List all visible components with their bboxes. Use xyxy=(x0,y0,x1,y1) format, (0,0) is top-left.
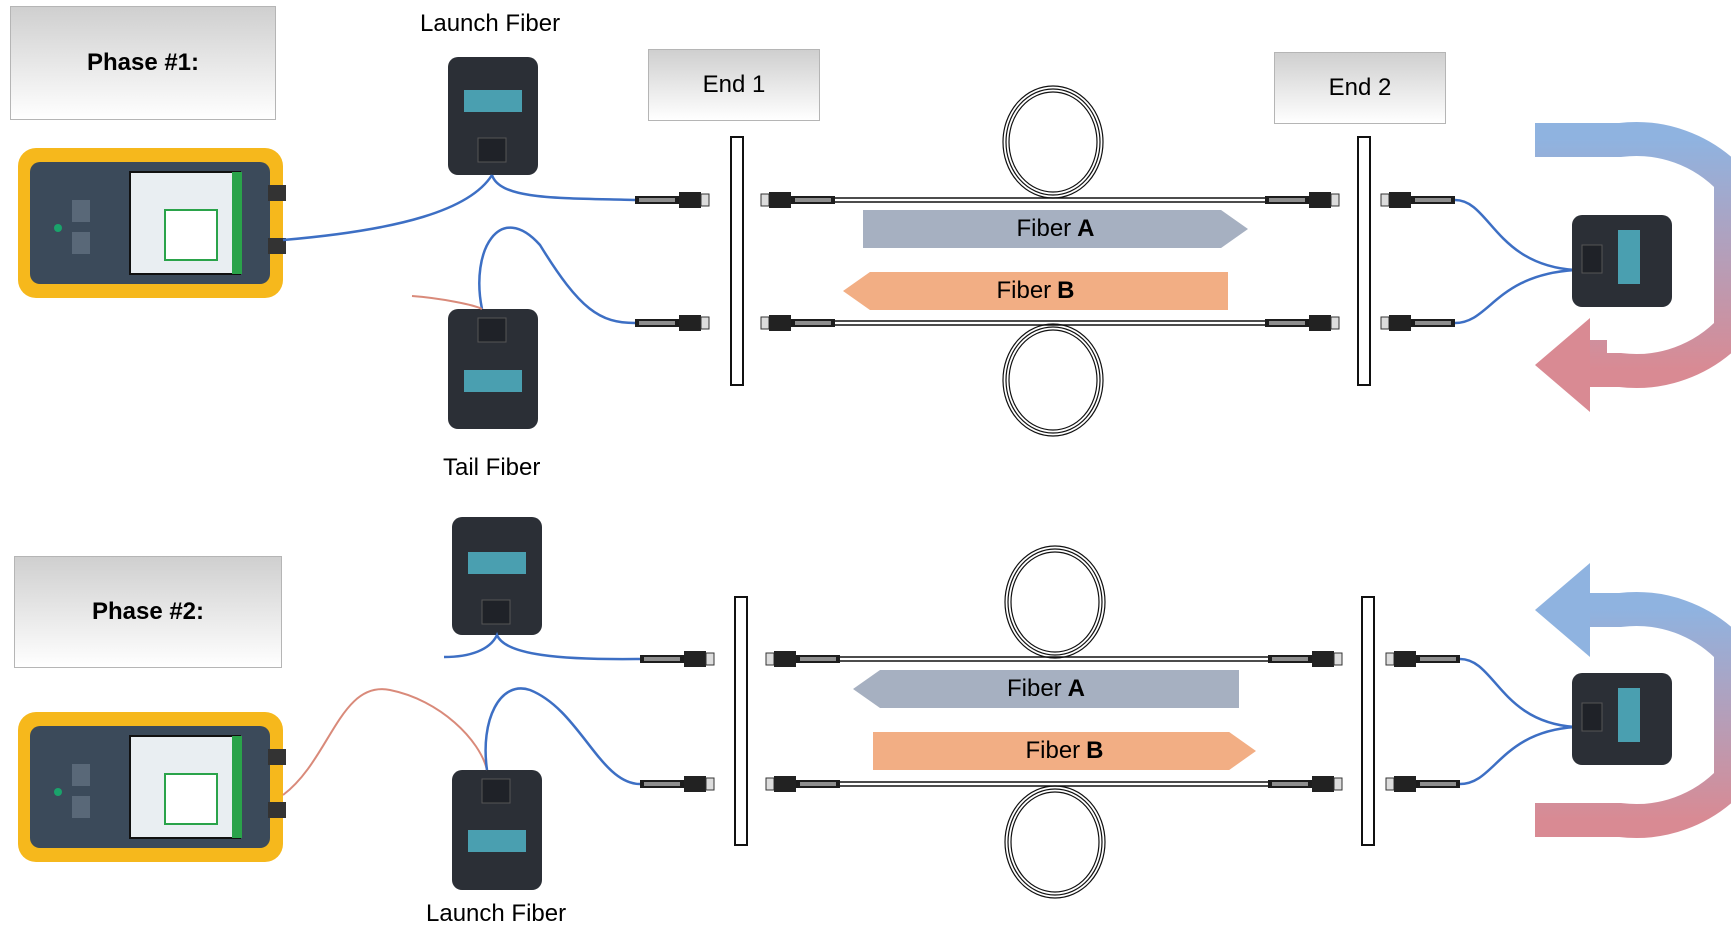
cable-tester-to-launch-phase2 xyxy=(282,688,488,796)
loopback-cable-phase2 xyxy=(1459,657,1576,786)
cable-tail-to-end1-phase2 xyxy=(443,631,641,661)
loopback-module-phase2 xyxy=(1572,673,1672,765)
end2-label: End 2 xyxy=(1274,52,1446,124)
patch-panel-end2-phase1 xyxy=(1357,136,1371,386)
loopback-cable-phase1 xyxy=(1454,198,1576,325)
end1-label: End 1 xyxy=(648,49,820,121)
cable-launch-to-end1-phase2 xyxy=(484,687,641,786)
patch-panel-end2-phase2 xyxy=(1361,596,1375,846)
otdr-tester-phase1 xyxy=(18,148,286,298)
fiber-spool-b-phase1 xyxy=(1002,323,1104,437)
cable-tail-to-end1-phase1 xyxy=(478,226,636,325)
launch-fiber-module-phase1 xyxy=(448,57,538,175)
fiber-spool-a-phase2 xyxy=(1004,545,1106,659)
phase2-title: Phase #2: xyxy=(14,556,282,668)
u-arrow-phase2 xyxy=(1535,592,1731,838)
patch-panel-end1-phase1 xyxy=(730,136,744,386)
patch-panel-end1-phase2 xyxy=(734,596,748,846)
fiber-spool-b-phase2 xyxy=(1004,785,1106,899)
tail-fiber-module-phase2 xyxy=(452,517,542,635)
otdr-tester-phase2 xyxy=(18,712,286,862)
launch-fiber-label-phase1: Launch Fiber xyxy=(420,10,561,37)
launch-fiber-module-phase2 xyxy=(452,770,542,890)
tail-fiber-module-phase1 xyxy=(448,309,538,429)
phase1-title: Phase #1: xyxy=(10,6,276,120)
cable-tail-red-phase1 xyxy=(411,295,483,310)
tail-fiber-label-phase1: Tail Fiber xyxy=(443,454,541,481)
cable-launch-to-end1-phase1 xyxy=(490,174,636,202)
loopback-module-phase1 xyxy=(1572,215,1672,307)
fiber-spool-a-phase1 xyxy=(1002,85,1104,199)
cable-tester-to-launch-phase1 xyxy=(282,174,494,242)
launch-fiber-label-phase2: Launch Fiber xyxy=(426,900,567,927)
